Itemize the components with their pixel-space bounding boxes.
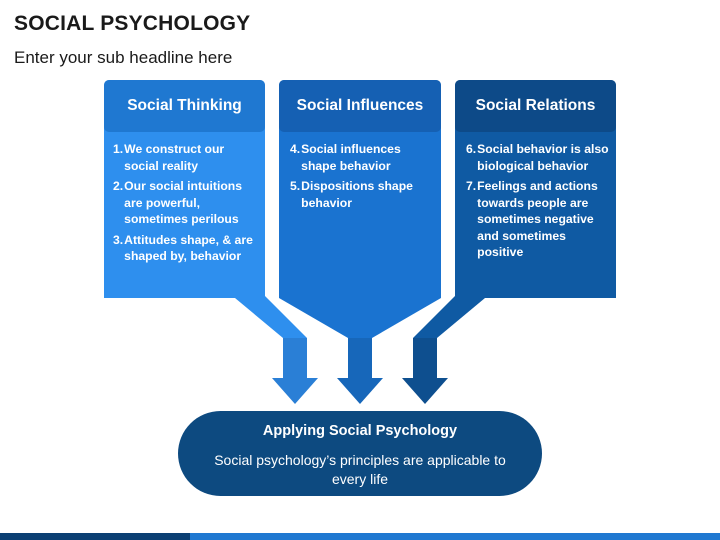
item-text: Our social intuitions are powerful, some… (124, 179, 242, 226)
item-number: 4. (290, 142, 301, 156)
footer-bar-left (0, 533, 190, 540)
list-item: 5.Dispositions shape behavior (290, 178, 430, 211)
item-text: Social behavior is also biological behav… (477, 142, 609, 173)
social-influences-stem (348, 338, 372, 378)
item-text: Feelings and actions towards people are … (477, 179, 598, 259)
social-relations-list: 6.Social behavior is also biological beh… (466, 141, 610, 265)
social-thinking-arrowhead (272, 378, 318, 404)
social-influences-callout (279, 80, 441, 338)
footer-bar-right (190, 533, 720, 540)
item-number: 2. (113, 179, 124, 193)
social-thinking-header: Social Thinking (127, 97, 242, 114)
item-text: Attitudes shape, & are shaped by, behavi… (124, 232, 253, 264)
list-item: 7.Feelings and actions towards people ar… (466, 178, 610, 261)
social-influences-header: Social Influences (296, 97, 424, 114)
list-item: 6.Social behavior is also biological beh… (466, 141, 610, 174)
social-relations-header: Social Relations (475, 97, 596, 114)
item-number: 6. (466, 142, 477, 156)
list-item: 1.We construct our social reality (113, 141, 259, 174)
page-title: SOCIAL PSYCHOLOGY (14, 12, 251, 35)
list-item: 3.Attitudes shape, & are shaped by, beha… (113, 232, 259, 265)
social-relations-header-bg (455, 80, 616, 132)
list-item: 2.Our social intuitions are powerful, so… (113, 178, 259, 228)
result-text: Social psychology’s principles are appli… (214, 452, 506, 487)
social-thinking-stem (283, 338, 307, 378)
item-text: Dispositions shape behavior (301, 179, 413, 210)
page-subtitle: Enter your sub headline here (14, 48, 233, 67)
social-thinking-header-bg (104, 80, 265, 132)
list-item: 4.Social influences shape behavior (290, 141, 430, 174)
result-title: Applying Social Psychology (262, 423, 458, 439)
social-thinking-callout (104, 80, 307, 338)
social-influences-arrowhead (337, 378, 383, 404)
item-number: 1. (113, 142, 124, 156)
item-number: 5. (290, 179, 301, 193)
item-number: 7. (466, 179, 477, 193)
item-text: We construct our social reality (124, 142, 225, 173)
social-relations-callout (413, 80, 616, 338)
social-influences-list: 4.Social influences shape behavior 5.Dis… (290, 141, 430, 215)
social-influences-header-bg (279, 80, 441, 132)
social-relations-arrowhead (402, 378, 448, 404)
item-number: 3. (113, 232, 124, 247)
social-relations-stem (413, 338, 437, 378)
result-pill (178, 411, 542, 496)
item-text: Social influences shape behavior (301, 142, 401, 173)
social-thinking-list: 1.We construct our social reality 2.Our … (113, 141, 259, 269)
